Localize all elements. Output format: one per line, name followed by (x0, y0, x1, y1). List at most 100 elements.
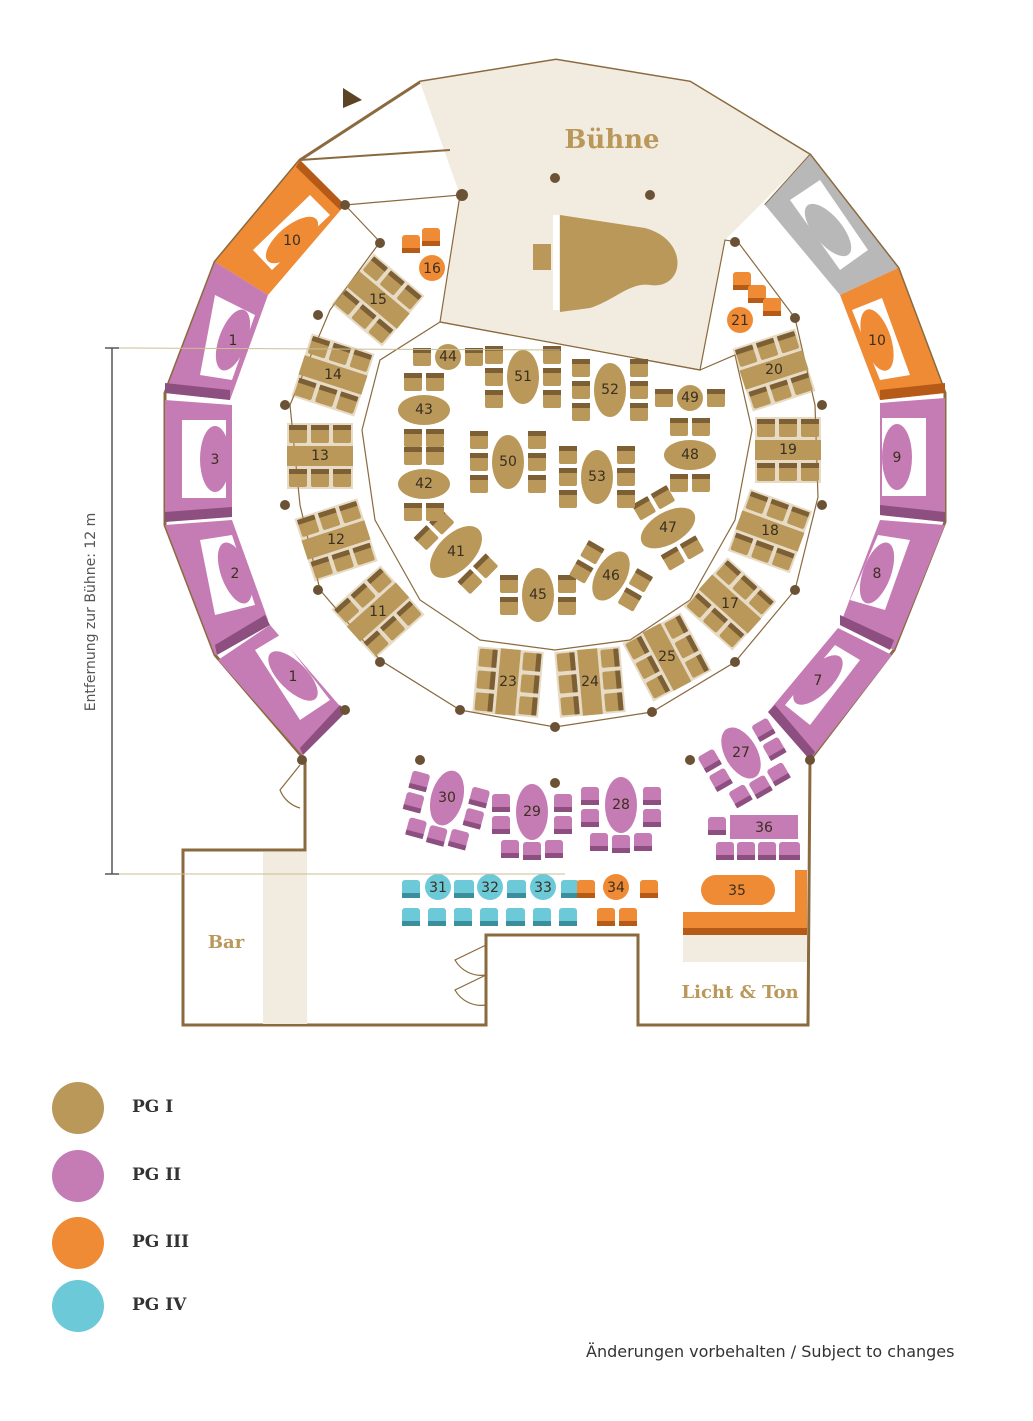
table-label: 46 (602, 568, 620, 584)
table-27[interactable]: 27 (692, 709, 799, 815)
seat-block-17[interactable]: 17 (683, 557, 777, 651)
pg3-swatch (52, 1217, 104, 1269)
table-50[interactable]: 50 (470, 431, 546, 493)
seat-block-label: 17 (721, 596, 739, 612)
table-49[interactable]: 49 (655, 385, 725, 411)
svg-text:21: 21 (731, 313, 749, 329)
svg-text:10: 10 (868, 333, 886, 349)
seat-block-25[interactable]: 25 (622, 612, 712, 702)
table-30[interactable]: 30 (396, 761, 493, 855)
seat-block-14[interactable]: 14 (291, 333, 375, 417)
table-label: 42 (415, 476, 433, 492)
table-16[interactable]: 16 (402, 228, 445, 281)
seat-block-23[interactable]: 23 (472, 646, 544, 718)
svg-text:3: 3 (211, 452, 220, 468)
table-label: 44 (439, 349, 457, 365)
pg2-swatch (52, 1150, 104, 1202)
legend-item-pg1: PG I (52, 1082, 352, 1138)
seat-block-13[interactable]: 13 (287, 423, 353, 489)
stage-label: Bühne (564, 125, 659, 155)
seat-block-label: 11 (369, 604, 387, 620)
table-41[interactable]: 41 (413, 509, 499, 595)
table-35[interactable]: 35 (683, 870, 807, 935)
table-28[interactable]: 28 (581, 777, 661, 853)
svg-text:7: 7 (814, 673, 823, 689)
tech-label: Licht & Ton (681, 982, 798, 1003)
distance-marker: Entfernung zur Bühne: 12 m (83, 347, 565, 875)
table-33[interactable]: 33 (507, 874, 579, 926)
stage: Bühne (420, 60, 810, 370)
columns (280, 189, 827, 788)
table-label: 41 (447, 544, 465, 560)
piano-icon (533, 215, 678, 312)
box-5[interactable]: 10 (215, 160, 345, 295)
table-47[interactable]: 47 (631, 485, 705, 571)
table-label: 45 (529, 587, 547, 603)
table-48[interactable]: 48 (664, 418, 716, 492)
svg-text:8: 8 (873, 566, 882, 582)
table-51[interactable]: 51 (485, 346, 561, 408)
svg-text:34: 34 (607, 880, 625, 896)
table-42[interactable]: 42 (398, 447, 450, 521)
box-10[interactable]: 10 (840, 268, 945, 400)
svg-text:9: 9 (893, 450, 902, 466)
seat-block-label: 23 (499, 674, 517, 690)
box-9[interactable]: 9 (880, 398, 945, 522)
legend-item-pg3: PG III (52, 1217, 352, 1273)
box-8[interactable]: 8 (840, 520, 945, 650)
table-label: 49 (681, 390, 699, 406)
table-label: 53 (588, 469, 606, 485)
table-32[interactable]: 32 (454, 874, 526, 926)
seat-block-24[interactable]: 24 (554, 646, 626, 718)
table-43[interactable]: 43 (398, 373, 450, 447)
table-label: 51 (514, 369, 532, 385)
seat-block-label: 25 (658, 649, 676, 665)
box-4[interactable]: 1 (165, 262, 268, 400)
table-52[interactable]: 52 (572, 359, 648, 421)
distance-label: Entfernung zur Bühne: 12 m (83, 513, 99, 712)
pg1-swatch (52, 1082, 104, 1134)
svg-text:35: 35 (728, 883, 746, 899)
seat-block-18[interactable]: 18 (727, 488, 813, 574)
table-label: 30 (438, 790, 456, 806)
seat-block-12[interactable]: 12 (294, 498, 378, 582)
table-36[interactable]: 36 (708, 815, 800, 860)
table-46[interactable]: 46 (568, 540, 654, 612)
tech-area: Licht & Ton (681, 935, 807, 1003)
table-44[interactable]: 44 (413, 344, 483, 370)
table-45[interactable]: 45 (500, 568, 576, 622)
svg-text:1: 1 (229, 333, 238, 349)
door-icon (279, 764, 487, 1006)
table-label: 36 (755, 820, 773, 836)
seat-block-19[interactable]: 19 (755, 417, 821, 483)
seat-block-15[interactable]: 15 (331, 253, 425, 347)
svg-text:16: 16 (423, 261, 441, 277)
table-label: 50 (499, 454, 517, 470)
box-7[interactable]: 7 (768, 628, 892, 760)
box-2[interactable]: 2 (165, 520, 270, 655)
table-label: 31 (429, 880, 447, 896)
inner-ring-line (361, 321, 753, 651)
seat-block-11[interactable]: 11 (331, 565, 425, 659)
table-label: 28 (612, 797, 630, 813)
pg4-swatch (52, 1280, 104, 1332)
box-1[interactable]: 1 (218, 625, 346, 755)
svg-text:10: 10 (283, 233, 301, 249)
bar-label: Bar (208, 932, 245, 953)
seat-block-label: 20 (765, 362, 783, 378)
table-label: 43 (415, 402, 433, 418)
entrance-arrow-icon (343, 88, 362, 108)
table-34[interactable]: 34 (577, 874, 658, 926)
table-21[interactable]: 21 (727, 272, 781, 333)
box-3[interactable]: 3 (165, 400, 232, 522)
seat-block-label: 14 (324, 367, 342, 383)
seat-block-20[interactable]: 20 (732, 328, 816, 412)
table-31[interactable]: 31 (402, 874, 474, 926)
seat-block-label: 19 (779, 442, 797, 458)
seat-block-label: 24 (581, 674, 599, 690)
table-53[interactable]: 53 (559, 446, 635, 508)
table-29[interactable]: 29 (492, 784, 572, 860)
